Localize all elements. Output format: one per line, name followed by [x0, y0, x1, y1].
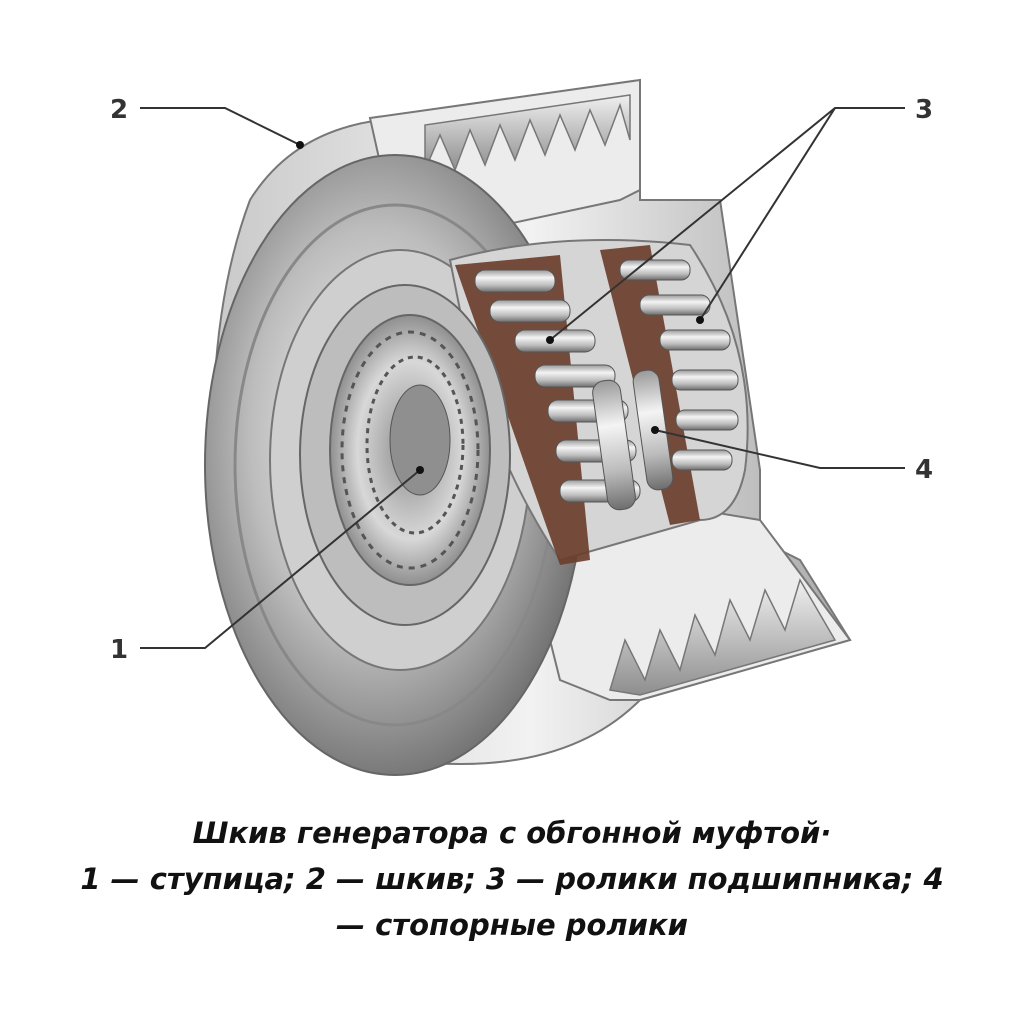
pulley-cutaway-diagram: 2 1 3 4 — [110, 78, 933, 776]
top-belt-grooves — [424, 94, 631, 173]
leader-lines — [140, 107, 905, 649]
caption-legend-line: 1 — ступица; 2 — шкив; 3 — ролики подшип… — [80, 862, 944, 896]
leader-4 — [654, 429, 905, 469]
leader-dots — [296, 141, 704, 474]
callout-1: 1 — [110, 635, 128, 665]
caption-title: Шкив генератора с обгонной муфтой· — [192, 816, 832, 850]
callout-2: 2 — [110, 95, 128, 125]
bearing-rollers — [474, 259, 739, 503]
roller-cage — [448, 239, 749, 565]
hub-splines — [340, 330, 480, 570]
hub — [299, 284, 511, 626]
leader-2 — [140, 107, 301, 146]
leader-3 — [549, 107, 905, 341]
caption-legend-line: — стопорные ролики — [335, 908, 688, 942]
callout-4: 4 — [915, 455, 933, 485]
callout-3: 3 — [915, 95, 933, 125]
leader-1 — [140, 469, 421, 649]
bottom-belt-grooves — [609, 578, 837, 696]
